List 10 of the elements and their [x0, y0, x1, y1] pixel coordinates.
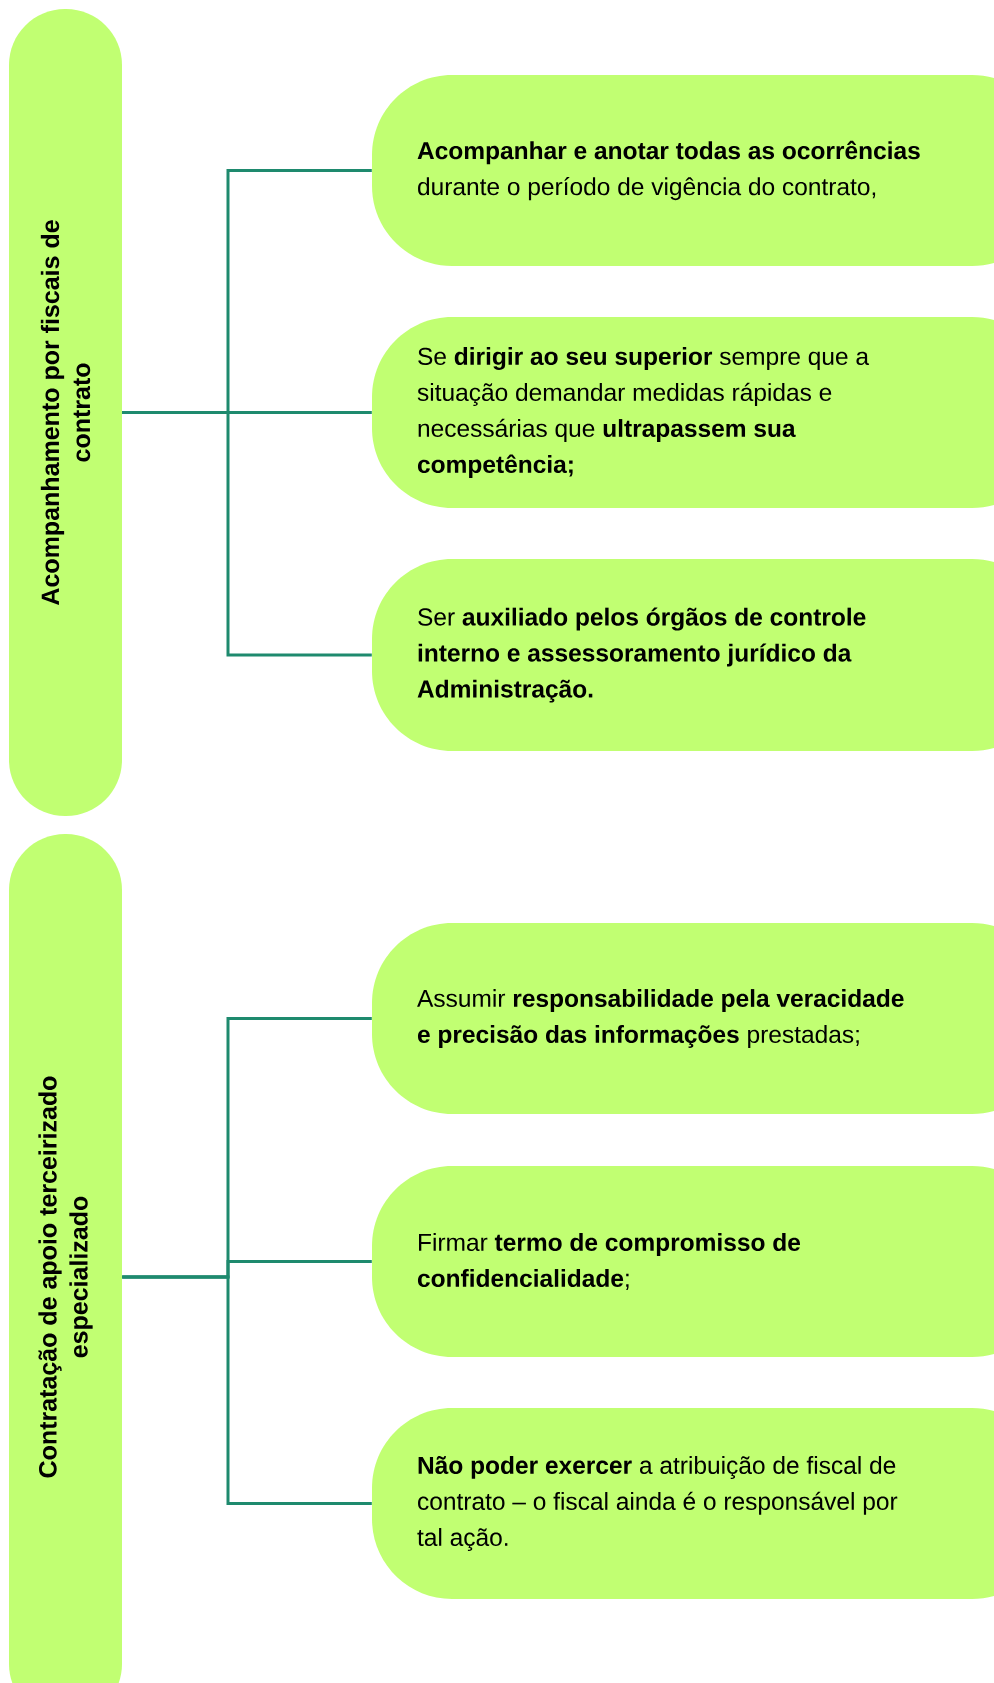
rounded-box: Não poder exercer a atribuição de fiscal de contrato – o fiscal ainda é o responsável por tal ação. — [372, 1408, 994, 1599]
connector-line — [122, 1275, 372, 1505]
rounded-box: Firmar termo de compromisso de confidencialidade; — [372, 1166, 994, 1357]
rounded-box: Acompanhar e anotar todas as ocorrências durante o período de vigência do contrato, — [372, 75, 994, 266]
rotated-label-bar: Contratação de apoio terceirizado especializado — [9, 834, 122, 1683]
connector-line — [122, 411, 372, 657]
rounded-box: Se dirigir ao seu superior sempre que a situação demandar medidas rápidas e necessárias que ultrapassem sua competência; — [372, 317, 994, 508]
rotated-label-bar: Acompanhamento por fiscais de contrato — [9, 9, 122, 816]
rounded-box: Assumir responsabilidade pela veracidade e precisão das informações prestadas; — [372, 923, 994, 1114]
rounded-box: Ser auxiliado pelos órgãos de controle interno e assessoramento jurídico da Administração. — [372, 559, 994, 751]
